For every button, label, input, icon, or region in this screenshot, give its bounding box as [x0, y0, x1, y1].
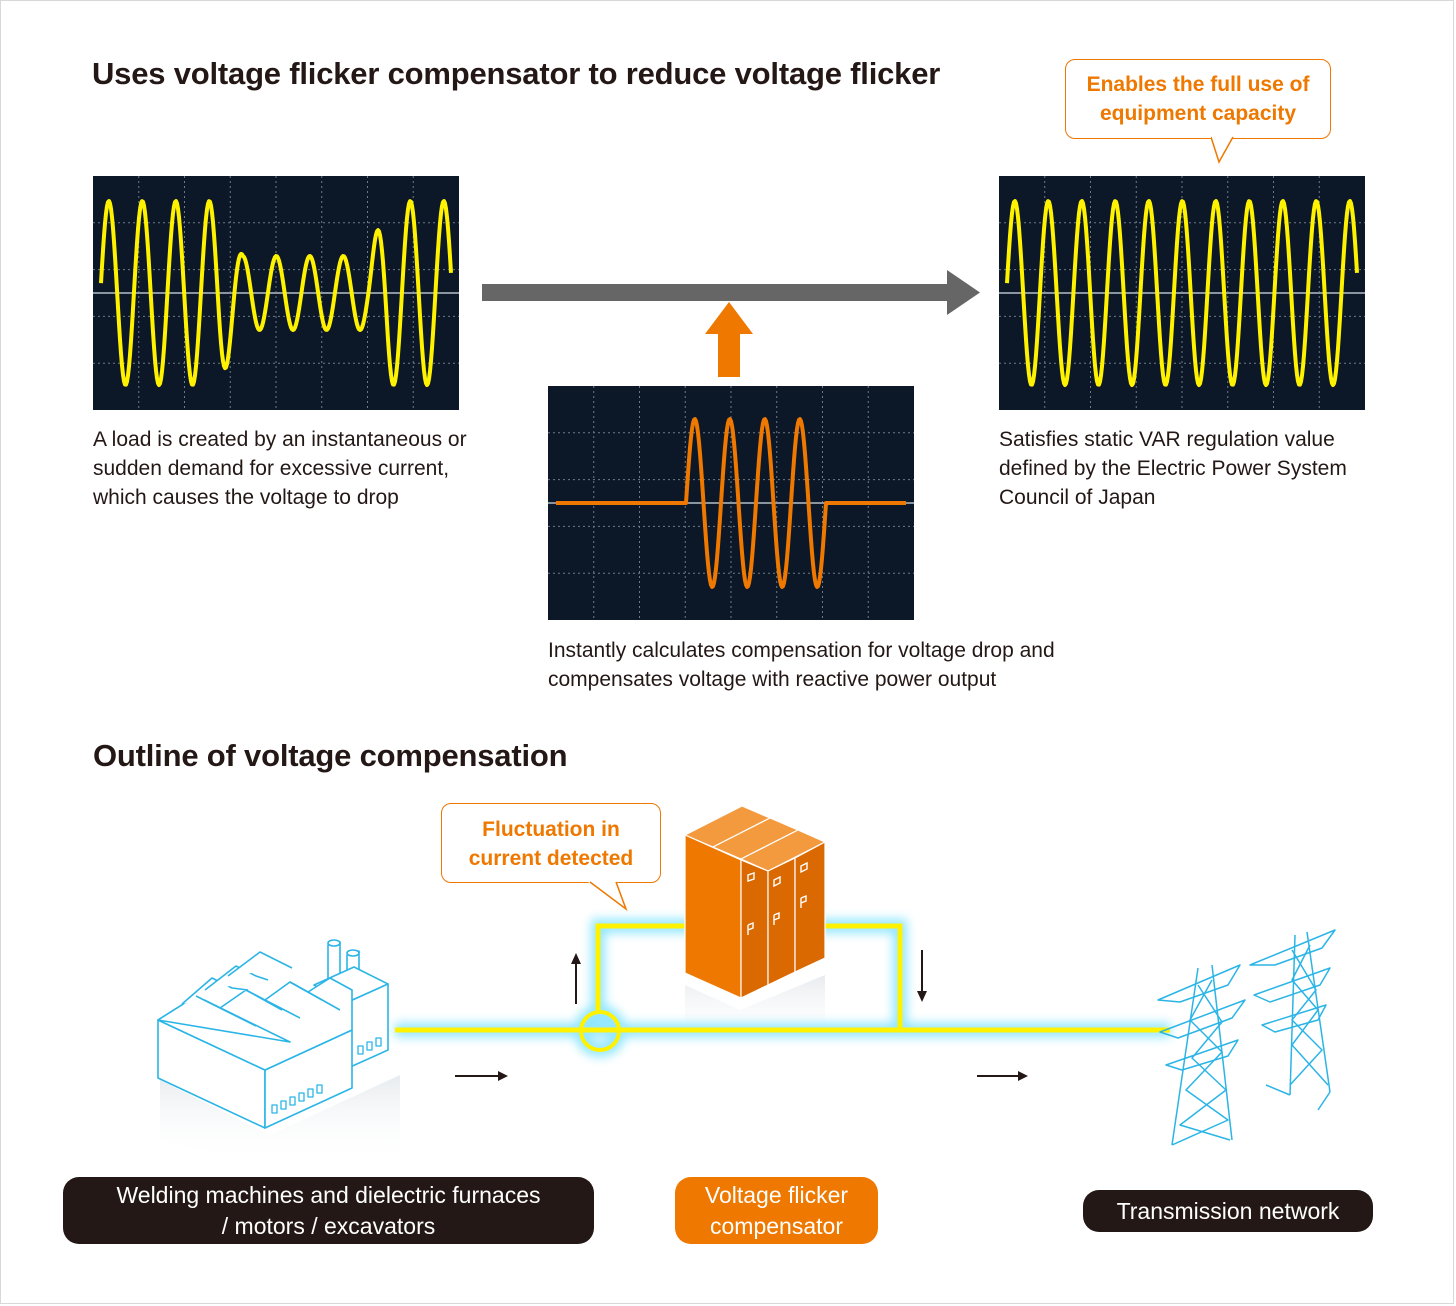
- up-arrow-icon: [571, 953, 581, 1004]
- voltage-flicker-compensator-cabinet-icon: [684, 805, 826, 999]
- caption-load-voltage-drop: A load is created by an instantaneous or…: [93, 425, 467, 512]
- transmission-tower-icon: [1157, 929, 1336, 1146]
- caption-static-var-regulation: Satisfies static VAR regulation value de…: [999, 425, 1347, 512]
- compensated-waveform: [999, 176, 1365, 410]
- callout-tail: [1211, 136, 1234, 164]
- reactive-power-wave: [555, 417, 907, 589]
- right-arrow-icon: [455, 1071, 508, 1081]
- callout-tail: [588, 881, 628, 911]
- label-transmission-network: Transmission network: [1083, 1190, 1373, 1232]
- callout-full-capacity: Enables the full use of equipment capaci…: [1065, 59, 1331, 164]
- reactive-power-waveform: [548, 386, 914, 620]
- right-arrow-icon: [977, 1071, 1028, 1081]
- right-arrow-icon: [482, 270, 980, 315]
- scope-voltage-drop: [93, 176, 459, 410]
- flow-arrows: [455, 950, 1028, 1081]
- caption-satisfies-line-2: defined by the Electric Power System: [999, 457, 1347, 480]
- label-load-devices-line-2: / motors / excavators: [221, 1212, 436, 1239]
- label-compensator-line-1: Voltage flicker: [704, 1181, 849, 1208]
- factory-shadow: [160, 1075, 400, 1165]
- caption-load-line-3: which causes the voltage to drop: [93, 486, 399, 509]
- callout-fluctuation-detected: Fluctuation in current detected: [441, 803, 661, 911]
- label-compensator-line-2: compensator: [710, 1212, 843, 1239]
- down-arrow-icon: [917, 950, 927, 1002]
- scope-reactive-power-output: [548, 386, 914, 620]
- voltage-drop-wave: [99, 199, 453, 387]
- heading-voltage-flicker-reduction: Uses voltage flicker compensator to redu…: [92, 56, 941, 91]
- label-load-devices-line-1: Welding machines and dielectric furnaces: [116, 1181, 541, 1208]
- caption-compensation-line-2: compensates voltage with reactive power …: [548, 668, 997, 691]
- heading-outline-voltage-compensation: Outline of voltage compensation: [93, 738, 568, 773]
- callout-full-capacity-line-1: Enables the full use of: [1086, 73, 1310, 96]
- label-transmission-network-text: Transmission network: [1116, 1197, 1340, 1224]
- callout-fluctuation-line-1: Fluctuation in: [482, 818, 620, 841]
- scope-compensated-voltage: [999, 176, 1365, 410]
- caption-load-line-1: A load is created by an instantaneous or: [93, 428, 467, 451]
- voltage-drop-waveform: [93, 176, 459, 410]
- compensated-wave: [1005, 199, 1359, 387]
- caption-compensation-line-1: Instantly calculates compensation for vo…: [548, 639, 1055, 662]
- caption-satisfies-line-3: Council of Japan: [999, 486, 1156, 509]
- caption-load-line-2: sudden demand for excessive current,: [93, 457, 450, 480]
- caption-satisfies-line-1: Satisfies static VAR regulation value: [999, 428, 1335, 451]
- callout-full-capacity-line-2: equipment capacity: [1099, 102, 1297, 125]
- up-arrow-icon: [705, 302, 753, 377]
- factory-icon: [157, 939, 389, 1129]
- voltage-compensation-outline-diagram: [157, 805, 1336, 1165]
- callout-fluctuation-line-2: current detected: [468, 847, 634, 870]
- label-load-devices: Welding machines and dielectric furnaces…: [63, 1177, 594, 1244]
- caption-compensation: Instantly calculates compensation for vo…: [548, 636, 1055, 694]
- label-voltage-flicker-compensator: Voltage flicker compensator: [675, 1177, 878, 1244]
- current-sensor-ring-icon: [579, 1010, 621, 1052]
